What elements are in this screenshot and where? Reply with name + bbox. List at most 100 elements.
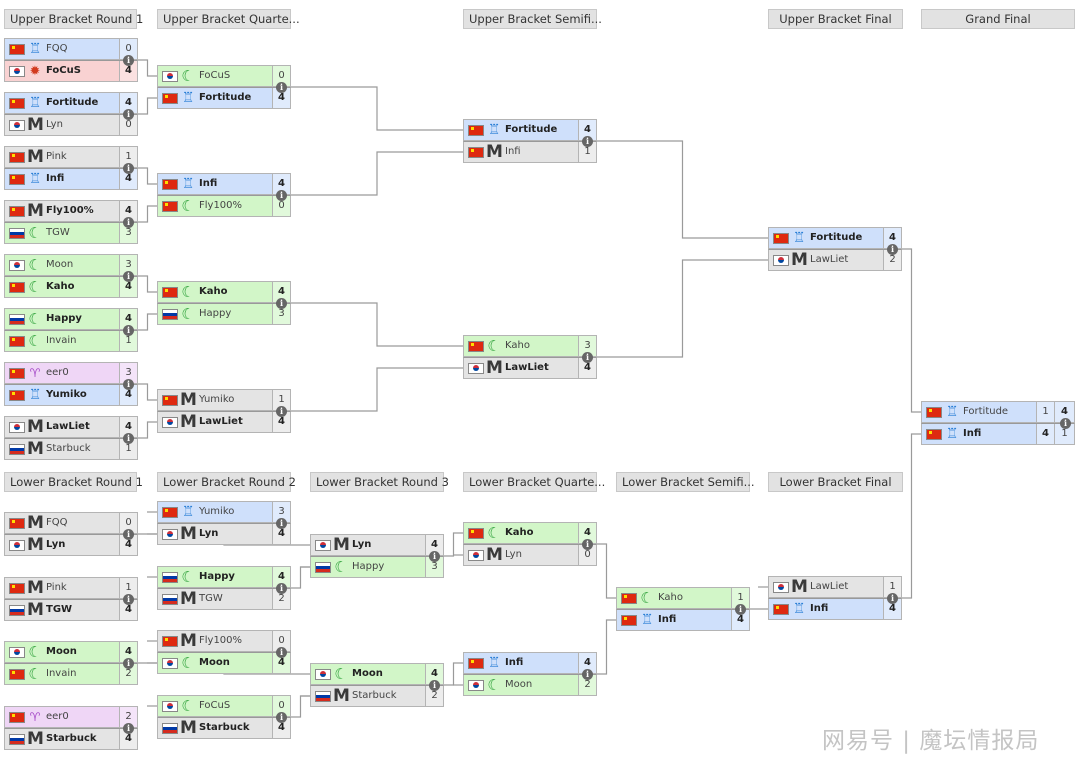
- player-name[interactable]: LawLiet: [199, 416, 243, 427]
- info-icon[interactable]: i: [276, 712, 287, 723]
- info-icon[interactable]: i: [276, 518, 287, 529]
- player-name[interactable]: eer0: [46, 711, 69, 722]
- player-name[interactable]: Fortitude: [46, 97, 99, 108]
- player-name[interactable]: Fortitude: [505, 124, 558, 135]
- info-icon[interactable]: i: [276, 406, 287, 417]
- player-name[interactable]: Happy: [199, 308, 232, 319]
- info-icon[interactable]: i: [123, 594, 134, 605]
- player-name[interactable]: Kaho: [505, 527, 534, 538]
- info-icon[interactable]: i: [123, 109, 134, 120]
- player-name[interactable]: Invain: [46, 335, 77, 346]
- player-name[interactable]: Lyn: [199, 528, 219, 539]
- player-row[interactable]: ☾Fly100%0: [157, 195, 291, 217]
- info-icon[interactable]: i: [887, 244, 898, 255]
- player-name[interactable]: Lyn: [46, 119, 63, 130]
- player-name[interactable]: Fly100%: [46, 205, 94, 216]
- player-name[interactable]: Fly100%: [199, 635, 243, 646]
- player-name[interactable]: Kaho: [199, 286, 228, 297]
- player-name[interactable]: FoCuS: [199, 700, 231, 711]
- info-icon[interactable]: i: [123, 433, 134, 444]
- player-name[interactable]: LawLiet: [505, 362, 549, 373]
- player-name[interactable]: Happy: [46, 313, 82, 324]
- player-name[interactable]: Starbuck: [46, 443, 91, 454]
- player-name[interactable]: Yumiko: [199, 506, 235, 517]
- info-icon[interactable]: i: [123, 379, 134, 390]
- player-name[interactable]: Lyn: [505, 549, 522, 560]
- info-icon[interactable]: i: [123, 529, 134, 540]
- player-name[interactable]: Infi: [658, 614, 677, 625]
- player-name[interactable]: Moon: [46, 646, 77, 657]
- info-icon[interactable]: i: [123, 723, 134, 734]
- player-name[interactable]: FQQ: [46, 43, 68, 54]
- player-name[interactable]: Starbuck: [199, 722, 250, 733]
- player-name[interactable]: Kaho: [505, 340, 530, 351]
- player-name[interactable]: Yumiko: [199, 394, 235, 405]
- player-name[interactable]: Infi: [505, 657, 524, 668]
- info-icon[interactable]: i: [582, 136, 593, 147]
- player-name[interactable]: TGW: [199, 593, 223, 604]
- info-icon[interactable]: i: [429, 680, 440, 691]
- info-icon[interactable]: i: [276, 82, 287, 93]
- info-icon[interactable]: i: [123, 658, 134, 669]
- info-icon[interactable]: i: [123, 325, 134, 336]
- player-name[interactable]: Infi: [46, 173, 65, 184]
- info-icon[interactable]: i: [429, 551, 440, 562]
- info-icon[interactable]: i: [735, 604, 746, 615]
